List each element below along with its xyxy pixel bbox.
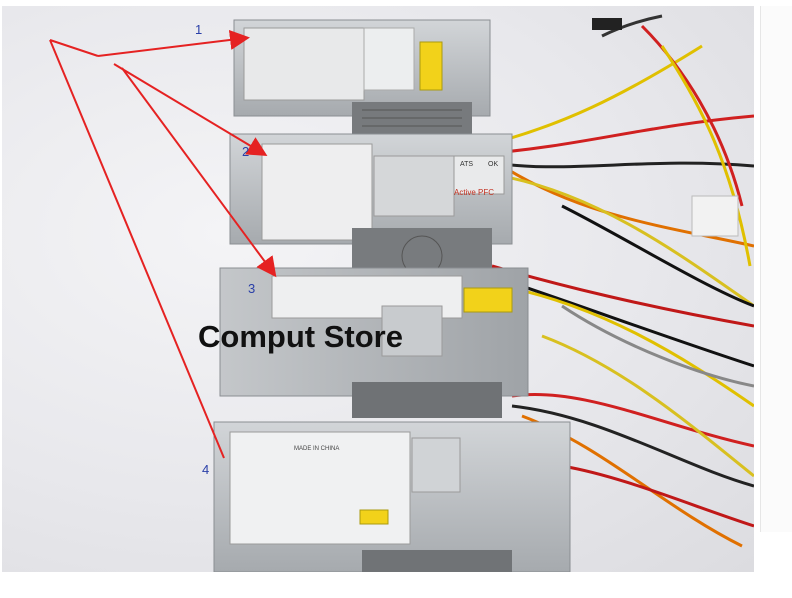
side-panel: [760, 6, 792, 532]
marker-2: 2: [242, 144, 250, 159]
watermark: Comput Store: [198, 319, 403, 354]
molex-connector: [691, 195, 739, 237]
power-supply-2: [229, 133, 513, 278]
photo-drawing: [49, 14, 754, 572]
marker-1: 1: [195, 22, 203, 37]
product-photo: 1 2 3 4 Comput Store ATS OK Active PFC M…: [2, 6, 754, 572]
annotation-arrows: [49, 30, 277, 459]
power-supply-3: [219, 267, 529, 418]
power-supply-4: [213, 421, 571, 572]
psu4-made-in-label: MADE IN CHINA: [294, 446, 340, 452]
marker-3: 3: [248, 281, 256, 296]
sata-connector: [592, 18, 622, 30]
psu2-switch-label-b: OK: [488, 161, 499, 168]
psu2-switch-label-a: ATS: [460, 161, 474, 168]
marker-4: 4: [202, 462, 210, 477]
psu2-pfc-label: Active PFC: [454, 188, 495, 197]
power-supply-1: [233, 19, 491, 142]
